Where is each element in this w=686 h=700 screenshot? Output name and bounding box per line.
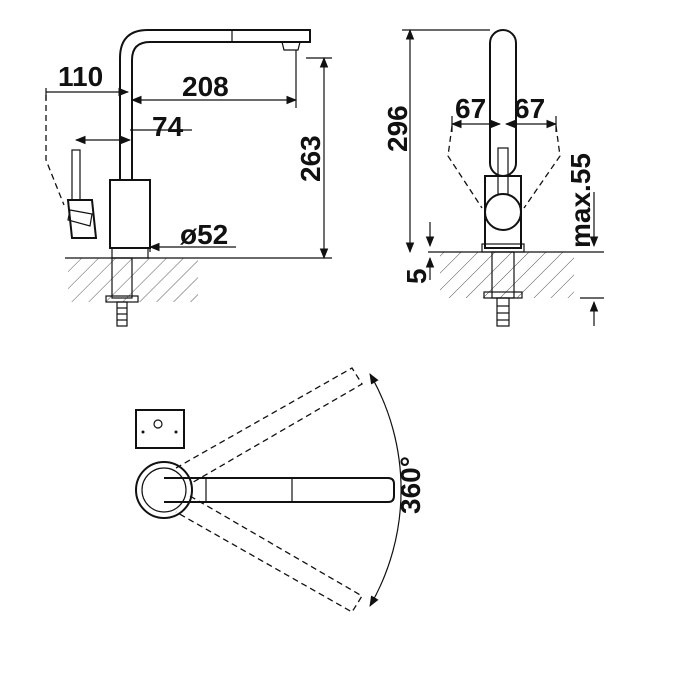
front-dim-5: 5 — [401, 268, 432, 284]
side-spout — [119, 29, 311, 180]
side-handle — [66, 199, 98, 239]
front-spout — [489, 29, 517, 177]
front-dim-67-left: 67 — [455, 93, 486, 124]
top-dim-rotation: 360° — [395, 456, 426, 514]
side-dim-263: 263 — [295, 135, 326, 182]
front-dim-296: 296 — [382, 105, 413, 152]
side-body — [109, 179, 151, 249]
top-body — [135, 461, 193, 519]
front-dim-67-right: 67 — [514, 93, 545, 124]
side-view: 110 208 74 ø52 263 — [45, 29, 332, 327]
top-spout — [164, 477, 395, 503]
side-dim-208: 208 — [182, 71, 229, 102]
side-dim-110: 110 — [58, 61, 103, 92]
front-body — [484, 175, 522, 249]
front-handle-ball — [484, 193, 522, 231]
top-handle-block — [135, 409, 185, 449]
front-view: 67 67 296 5 max.55 — [382, 28, 604, 327]
front-dim-max55: max.55 — [565, 153, 596, 248]
top-view: 360° — [135, 367, 426, 613]
side-countertop — [68, 258, 198, 302]
side-dim-diameter: ø52 — [180, 219, 228, 250]
side-dim-74: 74 — [152, 111, 184, 142]
front-countertop — [440, 252, 574, 298]
